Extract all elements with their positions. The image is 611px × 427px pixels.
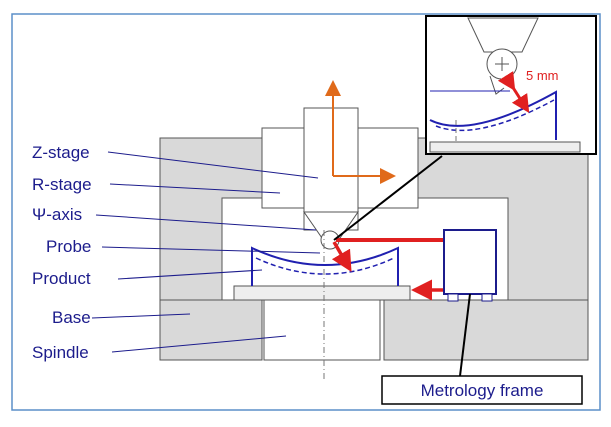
leader-base bbox=[91, 313, 191, 319]
inset-dimension-label: 5 mm bbox=[526, 68, 559, 83]
metrology-frame-foot-left bbox=[447, 293, 459, 302]
z-stage bbox=[303, 107, 359, 231]
base-right bbox=[383, 299, 589, 361]
product-table bbox=[233, 285, 411, 301]
metrology-frame-label: Metrology frame bbox=[421, 381, 544, 400]
label-spindle: Spindle bbox=[32, 343, 89, 362]
leader-spindle bbox=[111, 335, 287, 353]
label-psi-axis: Ψ-axis bbox=[32, 205, 82, 224]
probe-detail-inset bbox=[425, 15, 597, 155]
inset-dimension-arrow bbox=[497, 71, 530, 114]
leader-probe bbox=[101, 246, 321, 254]
label-probe: Probe bbox=[46, 237, 91, 256]
product-curve bbox=[251, 246, 399, 286]
base-left bbox=[159, 299, 263, 361]
label-product: Product bbox=[32, 269, 91, 288]
product-nominal-dashed bbox=[255, 257, 395, 275]
leader-psi-axis bbox=[95, 214, 317, 231]
label-z-stage: Z-stage bbox=[32, 143, 90, 162]
metrology-frame-block bbox=[443, 229, 497, 295]
spindle bbox=[263, 299, 381, 361]
leader-z-stage bbox=[107, 151, 319, 179]
leader-product bbox=[117, 269, 263, 280]
probe-measure-arrow bbox=[331, 241, 352, 273]
label-base: Base bbox=[52, 308, 91, 327]
label-r-stage: R-stage bbox=[32, 175, 92, 194]
metrology-frame-foot-right bbox=[481, 293, 493, 302]
metrology-frame-label-box bbox=[381, 375, 583, 405]
inset-leader-line bbox=[333, 155, 443, 241]
leader-r-stage bbox=[109, 183, 281, 194]
leader-metrology-frame bbox=[459, 293, 471, 377]
